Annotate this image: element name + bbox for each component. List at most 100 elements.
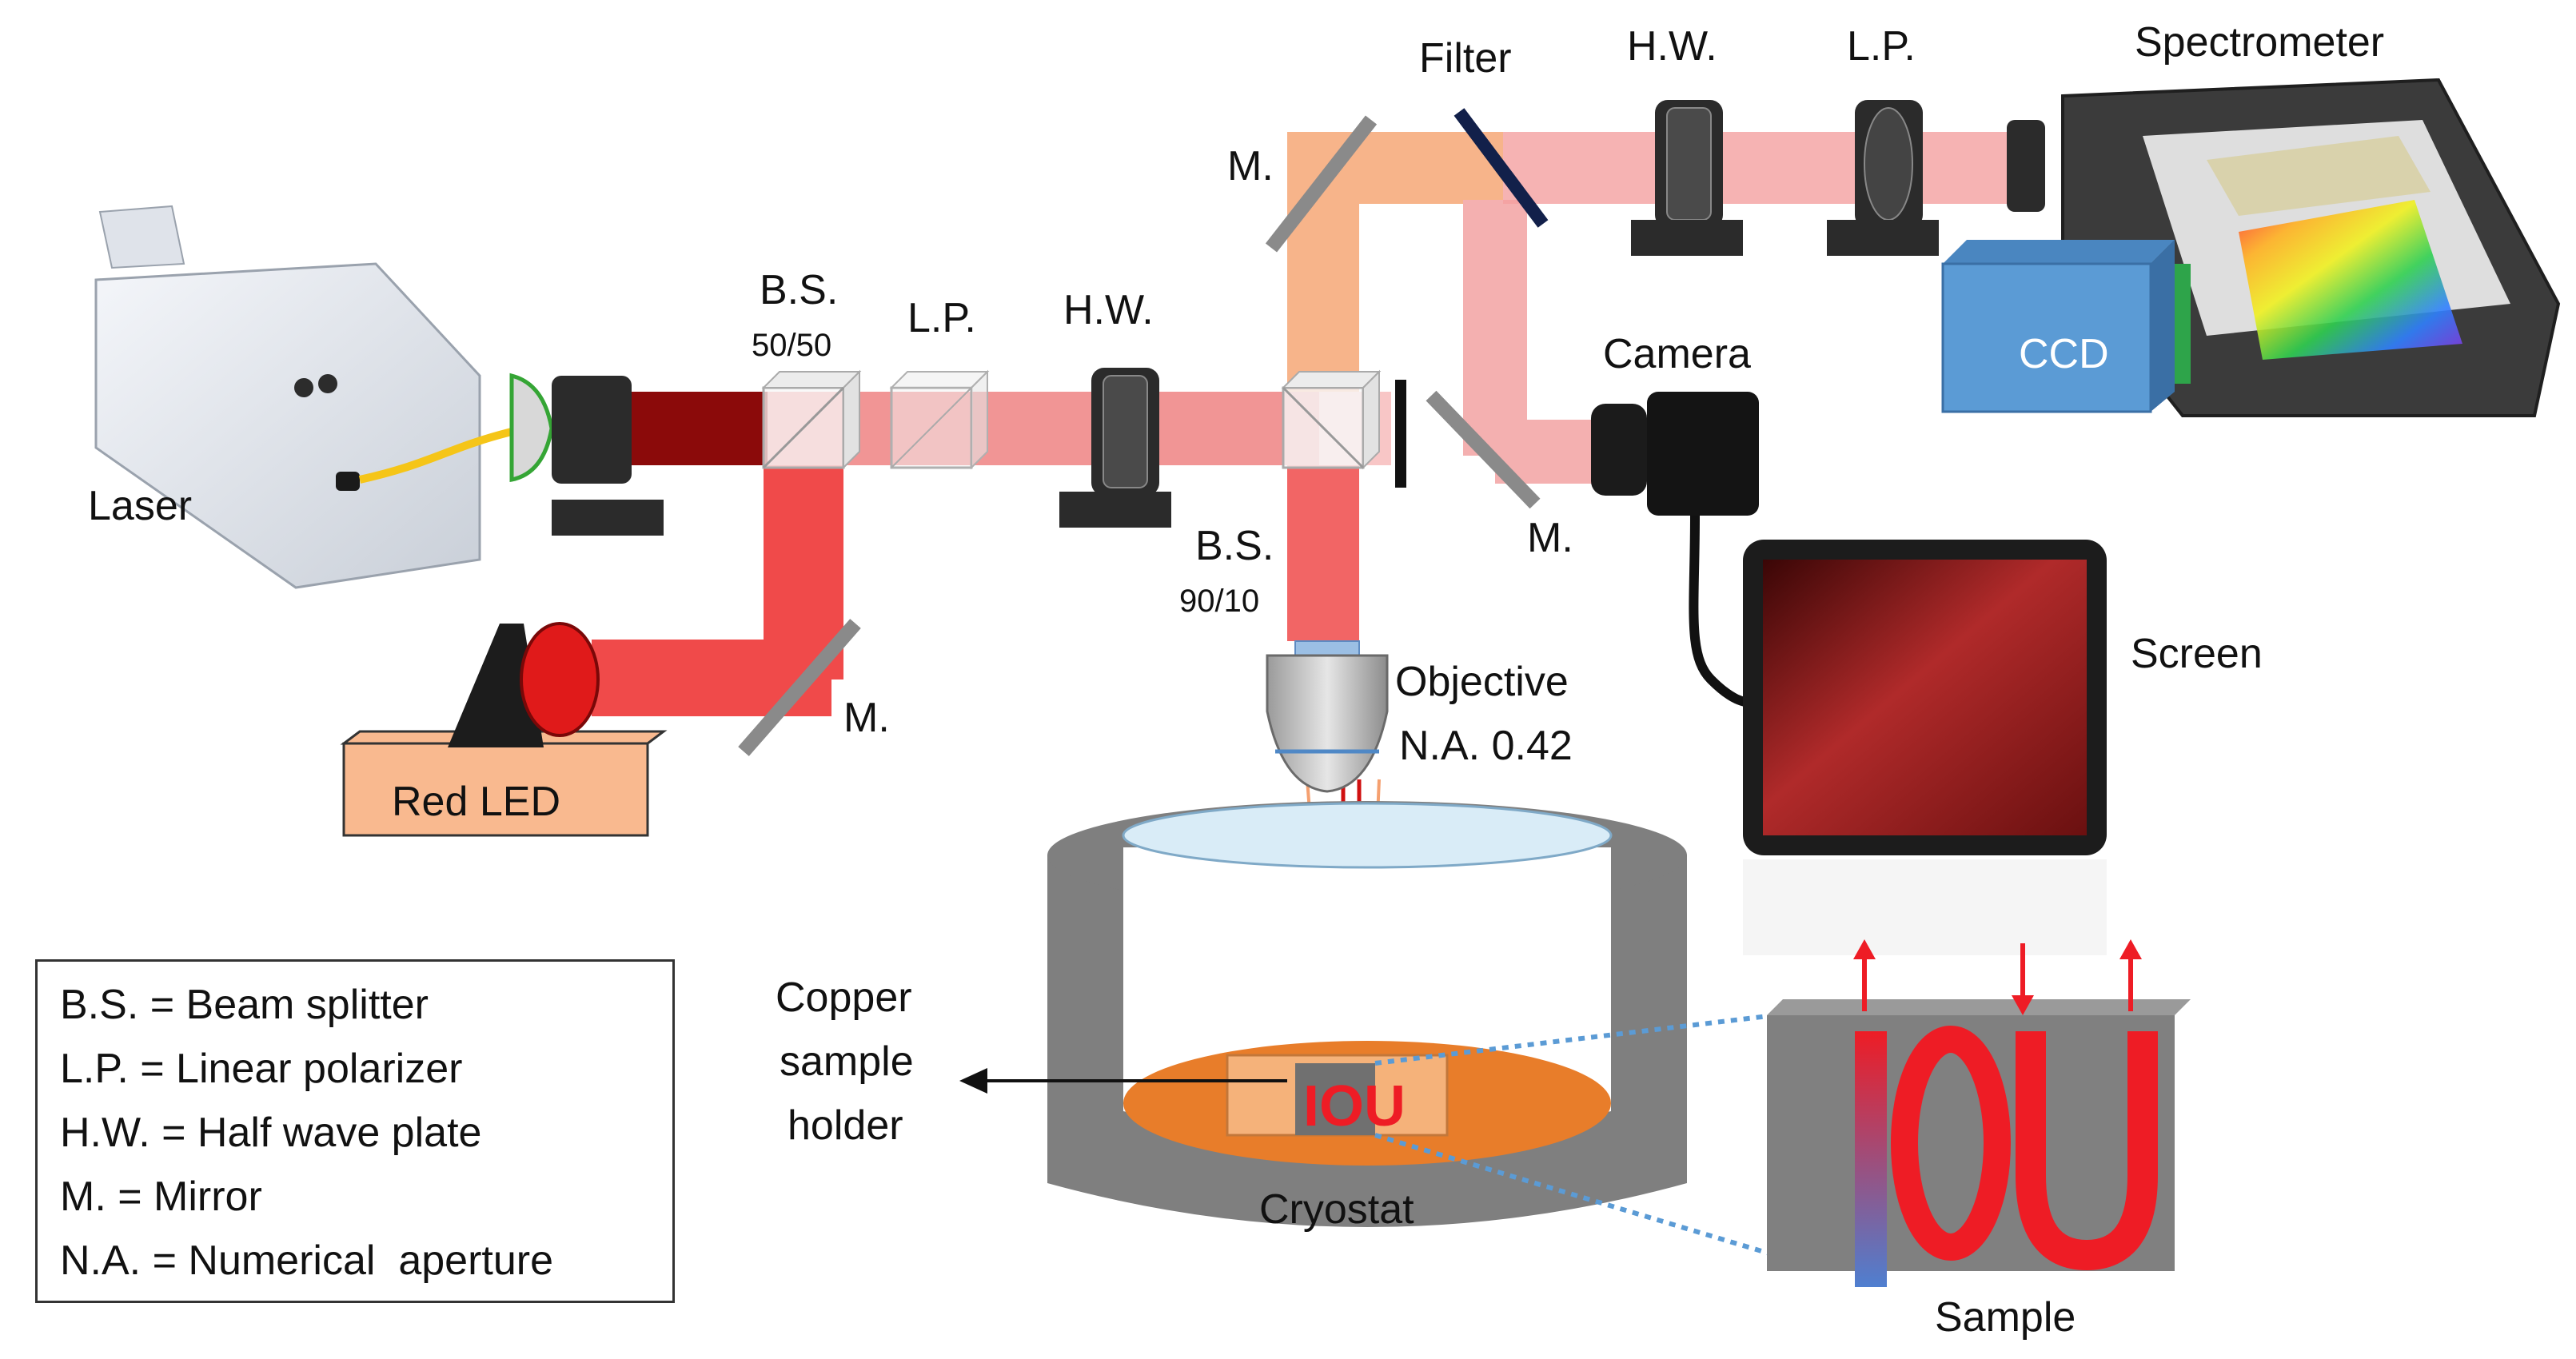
bs5050-diagonal — [762, 386, 845, 469]
zoom-line-top — [1374, 1013, 1776, 1066]
cryostat: IOU — [1047, 801, 1687, 1227]
ccd-side — [2151, 240, 2175, 412]
beam-paths — [592, 132, 2015, 1099]
lp2-label: L.P. — [1847, 23, 1916, 70]
arrow-up-left-head — [1853, 939, 1876, 959]
beam-splitter-5050 — [761, 369, 862, 470]
lp1-label: L.P. — [907, 295, 976, 341]
led-mirror-label: M. — [843, 695, 890, 741]
half-wave-plate-1 — [1059, 368, 1171, 528]
arrow-up-right-head — [2119, 939, 2142, 959]
screen-label: Screen — [2131, 631, 2263, 677]
bs9010-diagonal — [1282, 386, 1365, 469]
legend-item-na: N.A. = Numerical aperture — [60, 1237, 554, 1284]
beam-block — [1395, 380, 1406, 488]
laser-body — [94, 262, 481, 589]
small-sample — [1295, 1063, 1375, 1135]
sample-arrows — [1853, 939, 2142, 1015]
legend-item-hw: H.W. = Half wave plate — [60, 1110, 482, 1156]
objective-lens — [1266, 640, 1389, 793]
bs9010-ratio: 90/10 — [1179, 584, 1259, 619]
camera-mirror — [1426, 390, 1541, 509]
beam-to-objective — [1287, 465, 1359, 641]
laser-beam-dark — [632, 392, 768, 465]
red-led-label: Red LED — [392, 779, 560, 825]
ccd-top — [1943, 240, 2175, 264]
objective-label-1: Objective — [1395, 659, 1569, 705]
legend-item-m: M. = Mirror — [60, 1174, 262, 1220]
beam-to-spectrometer — [1503, 132, 2015, 204]
bs9010-label: B.S. — [1195, 523, 1274, 569]
hw2-label: H.W. — [1627, 23, 1717, 70]
sample-letter-i — [1855, 1031, 1887, 1287]
copper-label-3: holder — [788, 1102, 903, 1149]
hw1-base — [1059, 492, 1171, 528]
filter — [1453, 108, 1549, 228]
bs5050-ratio: 50/50 — [752, 328, 831, 363]
sample-label: Sample — [1935, 1294, 2076, 1341]
ccd-box — [1941, 262, 2152, 413]
zoom-line-bottom — [1374, 1133, 1776, 1257]
camera-label: Camera — [1603, 331, 1751, 377]
laser-coupler-base — [552, 500, 664, 536]
small-sample-glyph: IOU — [1303, 1074, 1406, 1138]
spectrometer-mirror — [2207, 136, 2430, 216]
spectrometer-rainbow — [2239, 200, 2462, 360]
camera-mirror-label: M. — [1527, 515, 1573, 561]
bs5050-label: B.S. — [760, 267, 838, 313]
sample-letter-u — [2016, 1031, 2158, 1271]
beam-splitter-9010 — [1281, 369, 1382, 470]
legend-box: B.S. = Beam splitter L.P. = Linear polar… — [35, 959, 675, 1303]
filter-label: Filter — [1419, 35, 1512, 82]
laser-knob-2 — [318, 374, 337, 393]
linear-polarizer-2 — [1827, 100, 1939, 256]
lp1-diagonal — [891, 387, 972, 468]
bs9010-cube-side — [1362, 369, 1380, 470]
sample-zoom — [1767, 999, 2191, 1287]
hw1-dial — [1103, 375, 1148, 488]
camera-lens — [1591, 404, 1647, 496]
legend-item-bs: B.S. = Beam splitter — [60, 982, 429, 1028]
bs5050-cube-side — [843, 369, 860, 470]
lp2-ring — [1864, 107, 1913, 221]
screen-monitor — [1743, 540, 2107, 955]
led-lens — [520, 622, 600, 737]
sample-block-top — [1767, 999, 2191, 1015]
copper-holder-arrow-head — [959, 1068, 987, 1094]
lp1-cube-side — [971, 369, 988, 470]
spectrometer-input — [2007, 120, 2045, 212]
cryostat-label: Cryostat — [1259, 1186, 1414, 1233]
screen-reflection — [1743, 859, 2107, 955]
red-led-source — [340, 622, 668, 837]
led-box — [342, 742, 649, 837]
objective-top — [1294, 640, 1360, 656]
screen-display — [1763, 560, 2087, 835]
laser-label: Laser — [88, 483, 192, 529]
spectrometer-label: Spectrometer — [2135, 19, 2384, 66]
ccd-label: CCD — [2019, 331, 2109, 377]
legend-item-lp: L.P. = Linear polarizer — [60, 1046, 463, 1092]
laser-top-box — [98, 205, 185, 269]
arrow-down-head — [2012, 995, 2034, 1015]
laser-knob-1 — [294, 378, 313, 397]
hw1-label: H.W. — [1063, 287, 1154, 333]
pink-beam-down — [1463, 200, 1527, 456]
cryostat-window — [1122, 802, 1613, 869]
camera — [1591, 392, 1760, 708]
camera-body — [1647, 392, 1759, 516]
sample-letter-o — [1891, 1026, 2011, 1261]
half-wave-plate-2 — [1631, 100, 1743, 256]
top-mirror — [1265, 115, 1378, 253]
led-mount — [448, 624, 544, 747]
laser-device — [94, 205, 664, 589]
lp2-base — [1827, 220, 1939, 256]
objective-body — [1266, 654, 1389, 793]
led-mirror — [738, 619, 861, 756]
copper-label-1: Copper — [776, 974, 912, 1021]
hw2-dial — [1666, 107, 1712, 221]
objective-label-2: N.A. 0.42 — [1399, 723, 1573, 769]
linear-polarizer-1 — [889, 369, 990, 470]
spectrometer — [2007, 78, 2561, 417]
